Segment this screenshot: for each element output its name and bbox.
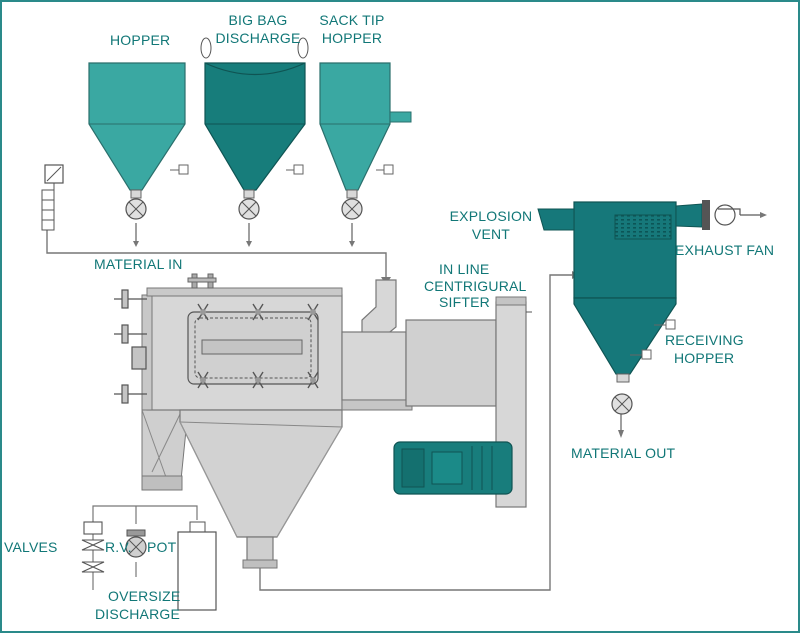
level-gauge <box>41 164 64 231</box>
rotary-valve-3 <box>341 198 363 220</box>
rotary-valve-oversize <box>125 529 147 558</box>
oversize-line <box>92 505 198 590</box>
receiving-hopper-label-line1: RECEIVING <box>665 332 744 348</box>
big-bag-label-line1: BIG BAG <box>228 12 288 28</box>
sack-tip-label-line2: HOPPER <box>321 30 383 46</box>
valves-label: VALVES <box>4 539 58 555</box>
oversize-label-line1: OVERSIZE <box>108 588 181 604</box>
sack-tip-label-line1: SACK TIP <box>319 12 385 28</box>
exhaust-fan-label: EXHAUST FAN <box>675 242 775 258</box>
drive-motor <box>393 441 513 495</box>
sifter-machine <box>114 273 532 569</box>
receiving-hopper-label-line2: HOPPER <box>674 350 735 366</box>
big-bag-vessel <box>200 37 309 199</box>
rotary-valve-2 <box>238 198 260 220</box>
sifter-label-line2: CENTRIGURAL <box>424 278 527 294</box>
pot-label: POT <box>147 539 177 555</box>
explosion-vent-label-line2: VENT <box>471 226 511 242</box>
big-bag-label-line2: DISCHARGE <box>215 30 301 46</box>
material-out-label: MATERIAL OUT <box>571 445 676 461</box>
feed-line <box>46 223 387 277</box>
sifter-label-line1: IN LINE <box>439 261 490 277</box>
exhaust-fan-icon <box>714 204 741 226</box>
hopper-vessel <box>88 62 189 199</box>
explosion-vent-label-line1: EXPLOSION <box>449 208 533 224</box>
oversize-label-line2: DISCHARGE <box>95 606 181 622</box>
cyclone-vessel <box>537 200 710 383</box>
pot-container <box>177 521 217 611</box>
valve-pair <box>81 521 105 573</box>
rotary-valve-label: R.V. <box>105 539 132 555</box>
hopper-label: HOPPER <box>110 32 171 48</box>
rotary-valve-out <box>611 393 633 415</box>
rotary-valve-1 <box>125 198 147 220</box>
sack-tip-vessel <box>319 62 412 199</box>
sifter-label-line3: SIFTER <box>439 294 490 310</box>
material-in-label: MATERIAL IN <box>94 256 183 272</box>
